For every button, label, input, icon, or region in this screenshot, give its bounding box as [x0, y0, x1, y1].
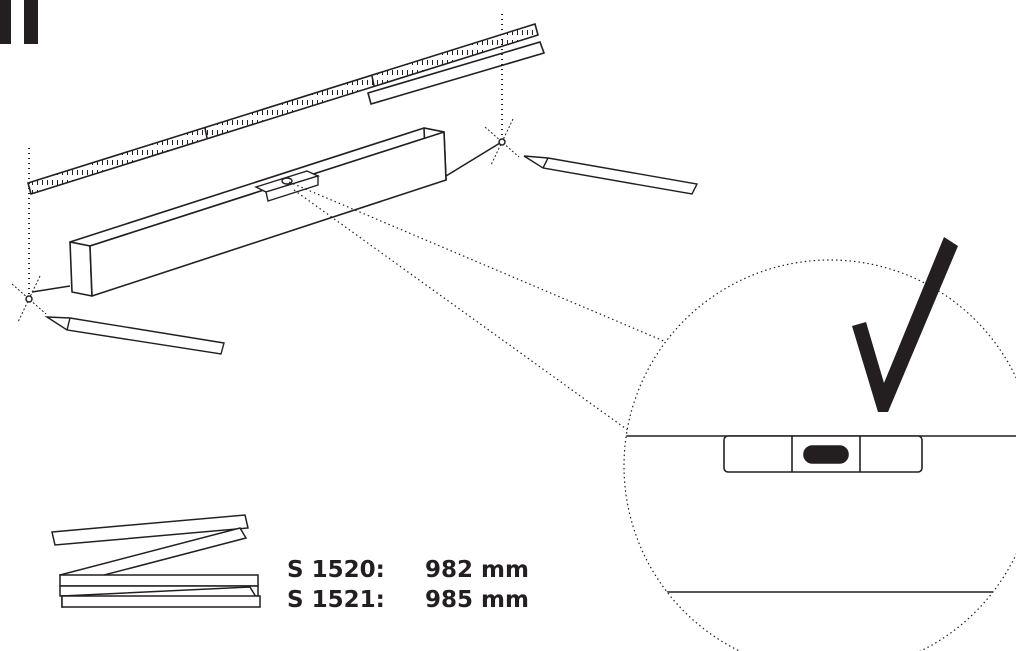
mounting-bar: [31, 127, 501, 297]
spec-row-s1520: S 1520: 982 mm: [287, 555, 529, 585]
magnifier-circle: [623, 259, 1016, 651]
spec-model: S 1520:: [287, 557, 385, 583]
spec-length: 982 mm: [425, 557, 529, 583]
spec-model: S 1521:: [287, 587, 385, 613]
pencil-left: [44, 316, 225, 355]
folded-ruler: [51, 514, 261, 608]
check-mark-icon: [852, 237, 958, 412]
spirit-level: [254, 170, 320, 202]
folding-ruler-top: [27, 22, 546, 196]
length-specs: S 1520: 982 mm S 1521: 985 mm: [287, 555, 529, 615]
pencil-right: [523, 155, 699, 195]
spec-row-s1521: S 1521: 985 mm: [287, 585, 529, 615]
drill-mark-left: [11, 275, 47, 323]
step-marker: [0, 0, 38, 44]
spec-length: 985 mm: [425, 587, 529, 613]
zoom-lines: [288, 181, 667, 437]
drill-mark-right: [484, 118, 520, 166]
